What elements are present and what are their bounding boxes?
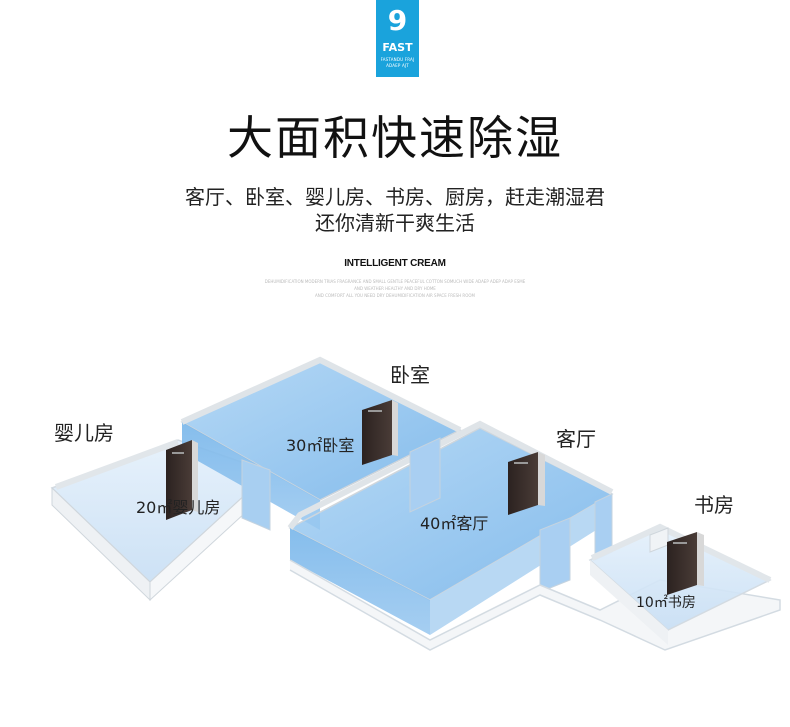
- tagline: INTELLIGENT CREAM: [344, 258, 446, 269]
- badge-word: FAST: [382, 41, 413, 54]
- badge-number: 9: [387, 4, 408, 37]
- speed-badge: 9 FAST FASTANDU FRAJ ADAEP AJT: [376, 0, 419, 77]
- fine-print-2: AND WEATHER HEALTHY AND DRY HOME: [354, 286, 436, 291]
- nursery-area-label: 20㎡婴儿房: [136, 498, 220, 517]
- dehumidifier-study: [667, 532, 704, 595]
- dehumidifier-bedroom: [362, 400, 398, 465]
- nursery-title: 婴儿房: [54, 421, 114, 445]
- living-room-area-label: 40㎡客厅: [420, 514, 488, 533]
- dehumidifier-nursery: [166, 440, 198, 520]
- fine-print-3: AND COMFORT ALL YOU NEED DRY DEHUMIDIFIC…: [315, 293, 475, 298]
- bedroom-zone: [180, 356, 462, 531]
- dehumidifier-living: [508, 452, 545, 515]
- living-room-title: 客厅: [556, 427, 596, 451]
- page-title: 大面积快速除湿: [227, 111, 563, 165]
- bedroom-title: 卧室: [390, 363, 430, 387]
- fine-print-1: DEHUMIDIFICATION MODERN TRIAS FRAGRANCE …: [264, 279, 526, 284]
- bedroom-area-label: 30㎡卧室: [286, 436, 354, 455]
- badge-subtext-2: ADAEP AJT: [386, 63, 409, 68]
- badge-subtext: FASTANDU FRAJ: [380, 57, 415, 62]
- description-line-2: 还你清新干爽生活: [315, 211, 475, 235]
- description-line-1: 客厅、卧室、婴儿房、书房、厨房，赶走潮湿君: [185, 185, 605, 209]
- study-area-label: 10㎡书房: [636, 595, 696, 611]
- study-title: 书房: [694, 493, 734, 517]
